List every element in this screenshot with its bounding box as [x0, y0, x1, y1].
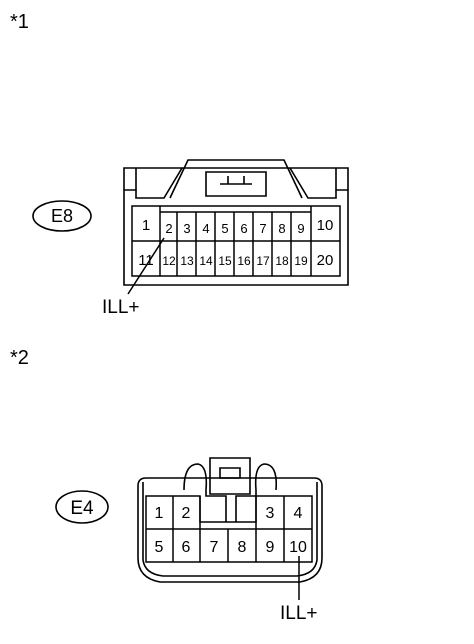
- e4-pin-3: 3: [266, 505, 275, 522]
- e8-top-row-labels: 1 2 3 4 5 6 7 8 9 10: [142, 217, 334, 236]
- figure-2: *2 1 2 3 4: [10, 347, 323, 624]
- e8-pin-12: 12: [162, 254, 176, 268]
- e4-pin-7: 7: [210, 539, 219, 556]
- e4-callout-label: ILL+: [280, 603, 318, 624]
- e8-pin-9: 9: [297, 221, 304, 236]
- figure-1: *1 1 2: [10, 11, 349, 318]
- e4-pin-1: 1: [155, 505, 164, 522]
- e4-connector-code: E4: [70, 498, 94, 519]
- e8-pin-20: 20: [317, 252, 334, 269]
- e4-code-oval: [55, 490, 109, 524]
- e8-pin-11: 11: [138, 252, 154, 269]
- connector-e8-housing: [123, 159, 349, 286]
- e4-pin-5: 5: [155, 539, 164, 556]
- figure-1-marker: *1: [10, 11, 29, 33]
- e4-pin-2: 2: [182, 505, 191, 522]
- e8-pin-4: 4: [202, 221, 209, 236]
- e8-pin-5: 5: [221, 221, 228, 236]
- e4-top-row-labels: 1 2 3 4: [155, 505, 303, 522]
- connector-e4-pins: [145, 495, 313, 563]
- e8-pin-18: 18: [275, 254, 289, 268]
- e4-pin-4: 4: [294, 505, 303, 522]
- e8-pin-3: 3: [183, 221, 190, 236]
- e8-pin-1: 1: [142, 217, 150, 234]
- e8-callout-label: ILL+: [102, 297, 140, 318]
- e8-pin-8: 8: [278, 221, 285, 236]
- e8-connector-code: E8: [51, 206, 73, 226]
- connector-e8-pins: [131, 205, 341, 277]
- connector-e4-housing: [137, 457, 323, 583]
- e8-pin-2: 2: [165, 221, 172, 236]
- e8-pin-6: 6: [240, 221, 247, 236]
- e8-pin-17: 17: [256, 254, 270, 268]
- e4-pin-9: 9: [266, 539, 275, 556]
- e4-bottom-row-labels: 5 6 7 8 9 10: [155, 539, 307, 556]
- e8-pin-7: 7: [259, 221, 266, 236]
- e4-pin-8: 8: [238, 539, 247, 556]
- figure-2-marker: *2: [10, 347, 29, 369]
- e4-pin-6: 6: [182, 539, 191, 556]
- e8-bottom-row-labels: 11 12 13 14 15 16 17 18 19 20: [138, 252, 333, 269]
- e8-callout-leader: [127, 237, 165, 295]
- e8-pin-15: 15: [218, 254, 232, 268]
- e8-code-oval: [32, 200, 92, 232]
- e8-pin-13: 13: [180, 254, 194, 268]
- e8-pin-10: 10: [317, 217, 334, 234]
- e4-pin-10: 10: [289, 539, 307, 556]
- e8-pin-19: 19: [294, 254, 308, 268]
- e8-pin-16: 16: [237, 254, 251, 268]
- e8-pin-14: 14: [199, 254, 213, 268]
